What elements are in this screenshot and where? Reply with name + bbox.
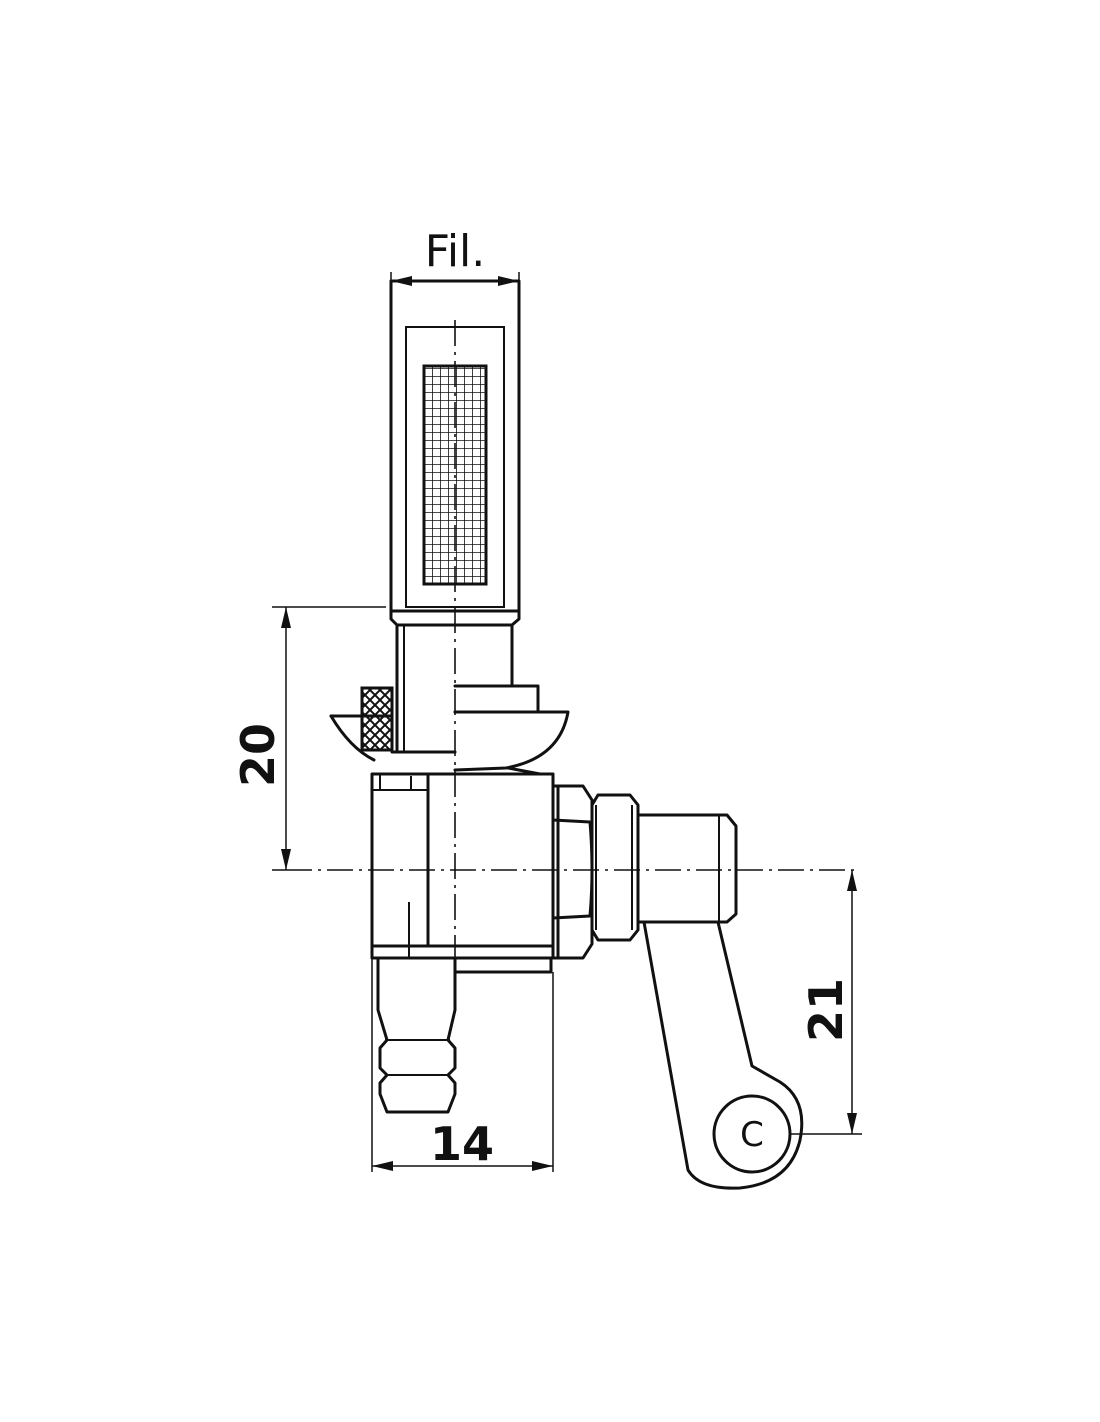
lever-marking: C	[740, 1115, 764, 1155]
sealing-washer	[329, 684, 570, 772]
dimension-20-label: 20	[231, 723, 285, 787]
center-lines	[286, 320, 860, 1010]
dimension-21: 21	[790, 870, 862, 1135]
dimension-20: 20	[231, 606, 386, 871]
dimension-14-label: 14	[430, 1117, 494, 1171]
dimension-fil: Fil.	[390, 226, 520, 286]
knurled-ring	[360, 686, 394, 752]
dimension-14: 14	[371, 958, 554, 1172]
hose-nozzle	[376, 956, 457, 1114]
outlet-spindle	[636, 813, 738, 924]
dimension-21-label: 21	[799, 978, 853, 1042]
threaded-neck	[389, 609, 521, 754]
hex-nut	[551, 784, 640, 960]
dimension-fil-label: Fil.	[425, 226, 486, 277]
tap-lever: C	[642, 920, 804, 1190]
